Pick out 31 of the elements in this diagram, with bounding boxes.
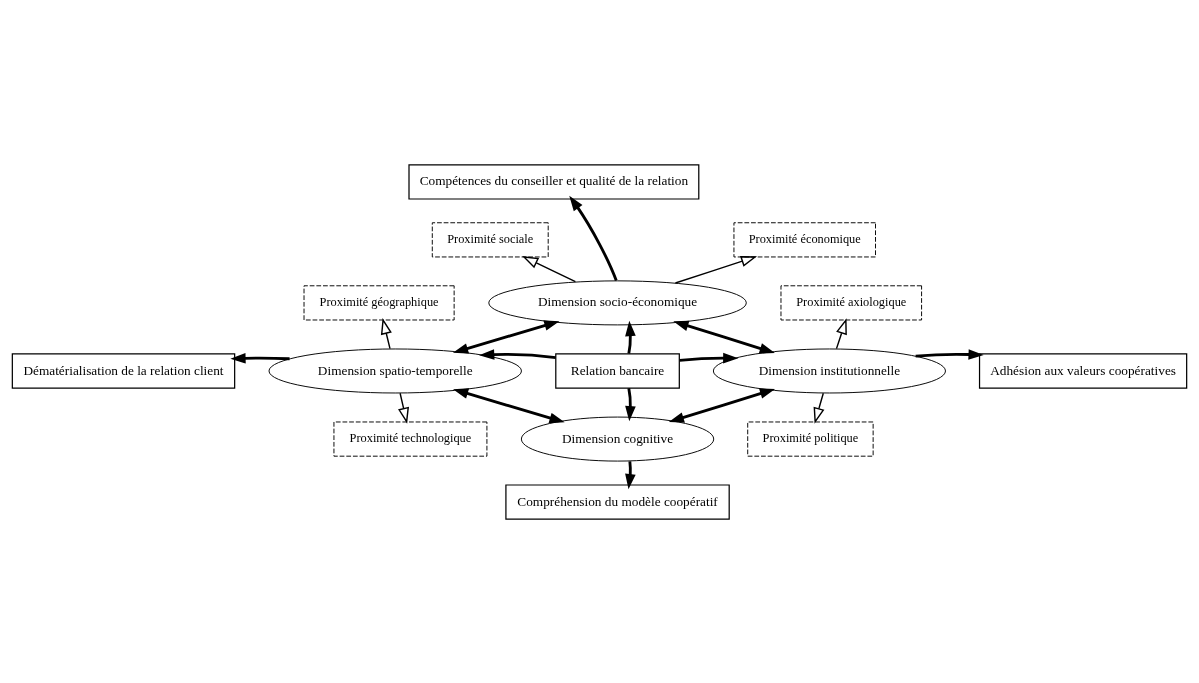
node-box: Compétences du conseiller et qualité de la relation: [408, 163, 700, 200]
node-box: Relation bancaire: [555, 352, 680, 389]
arrow: [679, 352, 739, 363]
arrow: [915, 348, 984, 360]
arrow: [569, 195, 618, 281]
arrow: [835, 317, 847, 349]
arrow: [453, 387, 565, 423]
node-ellipse: Dimension socio-économique: [488, 279, 747, 325]
node-box: Compréhension du modèle coopératif: [505, 483, 730, 520]
arrow: [673, 320, 775, 354]
node-box: Proximité politique: [747, 421, 874, 457]
arrow: [625, 387, 636, 421]
node-box: Proximité technologique: [333, 421, 488, 457]
arrow: [522, 255, 577, 282]
arrow: [668, 387, 776, 423]
node-box: Proximité axiologique: [780, 284, 923, 320]
arrow: [625, 460, 636, 489]
node-box: Dématérialisation de la relation client: [11, 352, 236, 389]
node-box: Proximité géographique: [303, 284, 455, 320]
arrow: [398, 392, 410, 424]
arrow: [674, 255, 758, 284]
node-box: Proximité économique: [733, 221, 876, 257]
node-ellipse: Dimension cognitive: [520, 416, 715, 462]
arrow: [452, 319, 560, 354]
arrow: [813, 392, 825, 424]
node-ellipse: Dimension institutionnelle: [712, 348, 946, 393]
arrow: [230, 352, 290, 364]
node-box: Adhésion aux valeurs coopératives: [978, 352, 1188, 389]
node-box: Proximité sociale: [431, 221, 549, 257]
arrow: [625, 320, 636, 354]
arrow: [479, 348, 556, 360]
